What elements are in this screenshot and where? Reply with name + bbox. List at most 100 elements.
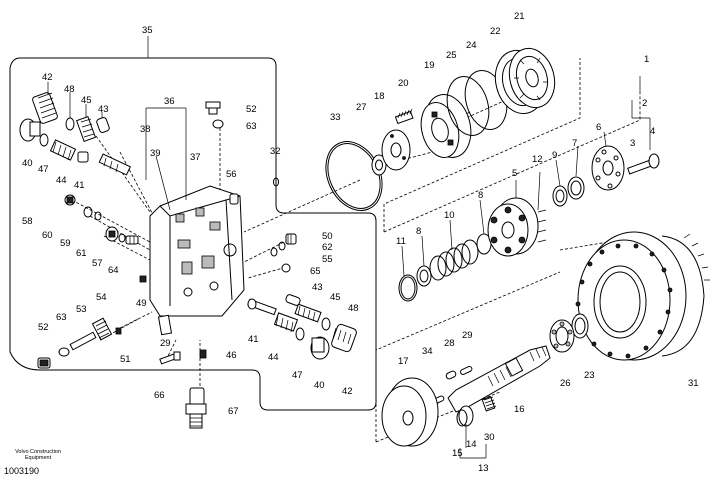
spring-42a [32,92,58,124]
callout-43a: 43 [98,104,109,115]
plug-52a [205,101,221,115]
callout-54: 54 [96,292,107,303]
key-29b [157,314,173,336]
callout-25: 25 [446,50,457,61]
callout-43b: 43 [312,282,323,293]
callout-12: 12 [532,154,543,165]
o-ring-62 [278,241,286,251]
callout-42a: 42 [42,72,53,83]
callout-20: 20 [398,78,409,89]
callout-21: 21 [514,11,525,22]
spring-44b [273,312,299,333]
callout-27: 27 [356,102,367,113]
pin-28 [445,370,457,380]
callout-49: 49 [136,298,147,309]
cylinder-block-5 [487,197,547,257]
spool-41b [247,298,277,316]
callout-23: 23 [584,370,595,381]
o-ring-33 [325,141,383,211]
callout-41a: 41 [74,180,85,191]
callout-8a: 8 [478,190,483,201]
callout-26: 26 [560,378,571,389]
snap-ring-11 [398,274,418,302]
callout-55: 55 [322,254,333,265]
brand-line-1: Volvo Construction [15,449,61,455]
o-ring-48b [321,317,331,331]
plug-58 [64,194,76,206]
plate-18 [381,129,411,171]
callout-42b: 42 [342,386,353,397]
callout-24: 24 [466,40,477,51]
ring-8a [416,265,432,287]
callout-28: 28 [444,338,455,349]
callout-51: 51 [120,354,131,365]
ring-9 [552,185,568,207]
ring-25 [446,76,490,136]
spool-38 [98,153,131,176]
sleeve-41a [77,151,89,163]
callout-65: 65 [310,266,321,277]
callout-9: 9 [552,150,557,161]
callout-47a: 47 [38,164,49,175]
callout-63a: 63 [246,121,257,132]
callout-59: 59 [60,238,71,249]
plug-49 [139,275,147,283]
brand-label: Volvo Construction Equipment [8,449,68,461]
callout-52b: 52 [38,322,49,333]
bearing-27 [371,154,387,176]
group-1-dashed [383,58,581,232]
callout-5: 5 [512,168,517,179]
poppet-51 [115,327,122,335]
callout-64: 64 [108,265,119,276]
callout-8b: 8 [416,226,421,237]
plug-40b [310,336,330,360]
o-ring-48a [65,117,75,131]
callout-48a: 48 [64,84,75,95]
o-ring-60 [83,206,93,218]
callout-29b: 29 [160,338,171,349]
callout-40a: 40 [22,158,33,169]
callout-18: 18 [374,91,385,102]
callout-22: 22 [490,26,501,37]
callout-14: 14 [466,439,477,450]
bearing-26 [549,319,575,353]
spring-45b [294,303,322,323]
callout-40b: 40 [314,380,325,391]
callout-3: 3 [630,138,635,149]
callout-10: 10 [444,210,455,221]
plug-52b [37,357,51,369]
bolt-3 [627,153,660,175]
callout-13: 13 [478,463,489,474]
housing-31 [575,231,710,361]
callout-44b: 44 [268,352,279,363]
plate-21 [508,47,556,109]
callout-50: 50 [322,231,333,242]
callout-52a: 52 [246,104,257,115]
callout-61: 61 [76,248,87,259]
callout-66: 66 [154,390,165,401]
callout-33: 33 [330,112,341,123]
spring-44a [49,139,77,161]
callout-56: 56 [226,169,237,180]
assembly-outline-35 [9,57,377,411]
ring-7 [567,176,585,200]
valve-block-36 [149,185,245,317]
plug-50 [285,233,297,245]
spring-45a [75,115,97,143]
callout-4: 4 [650,126,655,137]
callout-35: 35 [142,25,153,36]
callout-38: 38 [140,124,151,135]
ball-65 [281,263,291,273]
callout-41b: 41 [248,334,259,345]
o-ring-63b [58,347,70,357]
callout-32: 32 [270,146,281,157]
bolt-53 [69,331,97,351]
callout-7: 7 [572,138,577,149]
plug-57 [105,226,119,242]
callout-45b: 45 [330,292,341,303]
callout-16: 16 [514,404,525,415]
spring-10 [429,239,479,281]
diagram-code: 1003190 [4,466,40,476]
brand-line-2: Equipment [24,455,52,461]
callout-29: 29 [462,330,473,341]
